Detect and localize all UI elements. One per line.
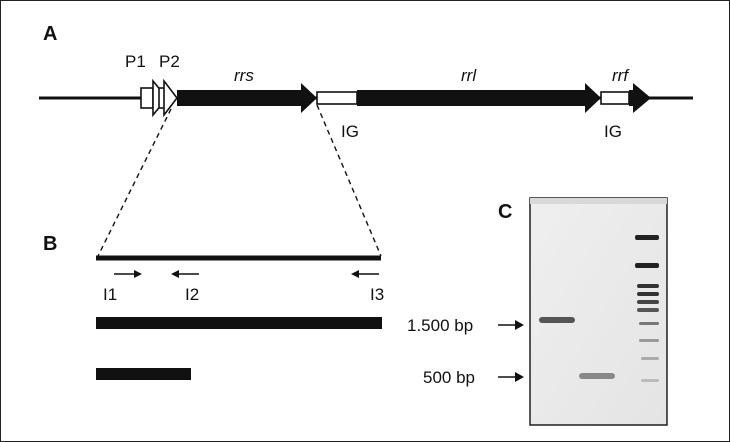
gel-well-edge (530, 198, 667, 204)
pcr-product-short (96, 368, 191, 380)
panel-label-b: B (43, 233, 58, 255)
gel-band-500bp (579, 373, 615, 379)
gel-band-1500bp (539, 317, 575, 323)
marker-arrow-1500bp (498, 320, 524, 330)
ig-label-2: IG (604, 122, 622, 141)
zoom-line-left (97, 108, 172, 257)
primer-label-i2: I2 (185, 285, 200, 304)
ig-box-2 (600, 91, 630, 105)
panel-label-a: A (43, 23, 58, 45)
primer-i1-arrow (114, 270, 142, 278)
promoter-label-p2: P2 (159, 52, 180, 71)
pcr-product-long (96, 317, 382, 329)
gene-label-rrs: rrs (234, 66, 254, 85)
marker-arrow-500bp (498, 372, 524, 382)
rrf-gene-arrow (629, 83, 651, 113)
rrl-gene-arrow (357, 83, 601, 113)
ig-box-1 (316, 91, 358, 105)
gene-label-rrf: rrf (612, 66, 629, 85)
marker-label-1500bp: 1.500 bp (407, 316, 474, 335)
gene-label-rrl: rrl (461, 66, 477, 85)
primer-i3-arrow (351, 270, 379, 278)
ig-label-1: IG (341, 122, 359, 141)
primer-label-i3: I3 (370, 285, 385, 304)
promoter-p2-arrow (158, 78, 179, 118)
primer-label-i1: I1 (103, 285, 118, 304)
rrs-gene-arrow (177, 83, 317, 113)
primer-i2-arrow (171, 270, 199, 278)
marker-label-500bp: 500 bp (423, 368, 475, 387)
panel-label-c: C (498, 201, 513, 223)
promoter-label-p1: P1 (125, 52, 146, 71)
zoom-line-right (316, 104, 382, 257)
gel-ladder (635, 235, 659, 382)
